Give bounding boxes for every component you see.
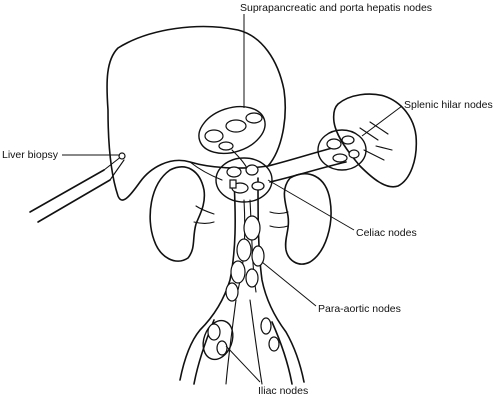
liver-contour xyxy=(189,161,223,181)
label-celiac: Celiac nodes xyxy=(356,227,417,239)
biopsy-needle xyxy=(29,152,126,223)
para-aortic-node xyxy=(243,215,261,241)
liver xyxy=(106,25,287,201)
para-aortic-node xyxy=(236,238,252,262)
iliac-vessel-right xyxy=(271,321,293,385)
iliac-node xyxy=(260,317,272,335)
iliac-node xyxy=(207,323,221,341)
celiac-node-group xyxy=(215,157,273,203)
splenic-node xyxy=(348,149,360,159)
porta-node xyxy=(204,129,224,143)
splenic-vessel-lower xyxy=(269,161,347,183)
leader-para-aortic xyxy=(261,261,317,307)
kidney-left xyxy=(149,166,206,262)
celiac-node xyxy=(226,166,242,178)
iliac-node xyxy=(268,336,280,352)
celiac-node xyxy=(229,179,237,189)
leader-splenic xyxy=(361,105,403,137)
porta-node xyxy=(225,119,247,133)
label-suprapancreatic: Suprapancreatic and porta hepatis nodes xyxy=(240,2,432,14)
kidney-right-hilum xyxy=(269,211,289,229)
splenic-node xyxy=(341,135,355,145)
leader-celiac xyxy=(267,179,355,231)
label-iliac: Iliac nodes xyxy=(258,385,308,397)
para-aortic-node xyxy=(251,245,265,267)
label-liver-biopsy: Liver biopsy xyxy=(2,149,59,161)
para-aortic-node xyxy=(225,282,239,302)
spleen-vessels xyxy=(359,121,393,161)
leader-iliac xyxy=(225,345,261,383)
kidney-right xyxy=(283,173,332,265)
kidney-left-hilum xyxy=(193,205,215,225)
aorta xyxy=(179,179,236,381)
label-splenic-hilar: Splenic hilar nodes xyxy=(404,99,493,111)
celiac-node xyxy=(245,164,259,176)
porta-node xyxy=(218,141,234,151)
para-aortic-node xyxy=(245,268,259,288)
spleen xyxy=(332,93,418,188)
splenic-node xyxy=(332,153,348,163)
para-aortic-node xyxy=(230,260,246,284)
porta-node xyxy=(245,112,263,124)
iliac-node-group xyxy=(202,319,234,361)
celiac-node xyxy=(251,181,265,191)
label-para-aortic: Para-aortic nodes xyxy=(318,303,401,315)
iliac-vessel-inner xyxy=(225,299,263,385)
porta-hepatis-node-group xyxy=(198,105,266,155)
splenic-hilar-node-group xyxy=(317,129,367,171)
splenic-node xyxy=(326,138,342,150)
iliac-node xyxy=(216,340,228,356)
